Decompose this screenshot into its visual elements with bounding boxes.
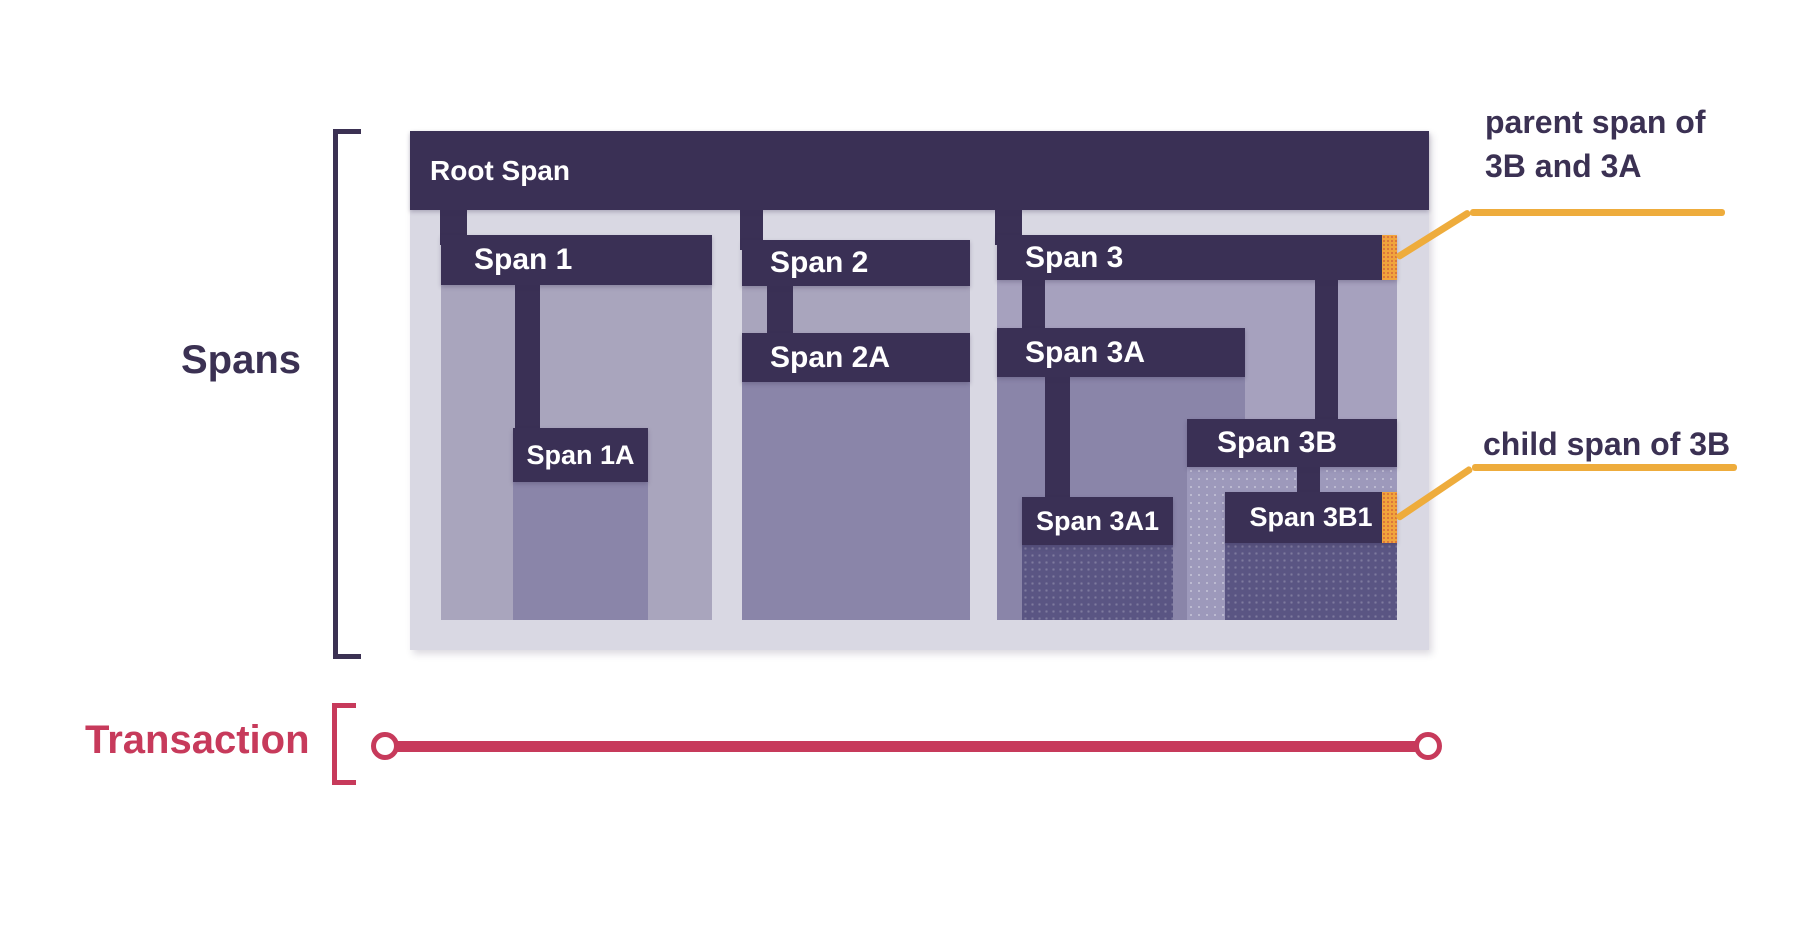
child-span-callout-label: child span of 3B: [1483, 426, 1731, 462]
child-span-callout-line-horizontal: [1472, 464, 1737, 471]
span-2a-duration: [742, 382, 970, 620]
span-3b1-label: Span 3B1: [1249, 502, 1373, 532]
root-span-label: Root Span: [430, 154, 570, 186]
transaction-end-circle: [1414, 732, 1442, 760]
span-3-parent-marker: [1382, 235, 1397, 280]
span-1-bar: Span 1: [441, 235, 712, 285]
spans-section-label: Spans: [180, 338, 302, 382]
span-1a-bar: Span 1A: [513, 428, 648, 482]
span-1-label: Span 1: [474, 243, 573, 276]
span-2-bar: Span 2: [742, 240, 970, 286]
span-3a1-duration: [1022, 545, 1173, 620]
transaction-timeline: [390, 741, 1420, 752]
parent-span-callout-line-horizontal: [1470, 209, 1725, 216]
spans-bracket: [333, 129, 361, 659]
parent-span-callout-label: parent span of 3B and 3A: [1485, 100, 1785, 188]
span-1a-label: Span 1A: [526, 439, 635, 470]
span-1a-duration: [513, 482, 648, 620]
span-3-to-3a-connector: [1022, 280, 1045, 333]
span-3a1-bar: Span 3A1: [1022, 497, 1173, 545]
transaction-start-circle: [371, 732, 399, 760]
transaction-section-label: Transaction: [85, 718, 310, 762]
parent-span-callout-line1: parent span of: [1485, 104, 1706, 140]
span-3-bar: Span 3: [997, 235, 1397, 280]
span-3b1-duration: [1225, 543, 1397, 620]
span-2a-label: Span 2A: [770, 340, 891, 374]
transaction-bracket: [332, 703, 356, 785]
span-3-to-3b-connector: [1315, 280, 1338, 420]
span-3a-bar: Span 3A: [997, 328, 1245, 377]
span-1-to-1a-connector: [515, 285, 540, 432]
span-3a-to-3a1-connector: [1045, 377, 1070, 500]
span-3a1-label: Span 3A1: [1035, 505, 1160, 536]
span-2a-bar: Span 2A: [742, 333, 970, 382]
span-3-label: Span 3: [1025, 240, 1124, 274]
span-2-label: Span 2: [770, 246, 869, 279]
span-3b1-child-marker: [1382, 492, 1397, 543]
root-span-bar: Root Span: [410, 131, 1429, 210]
span-3b-to-3b1-connector: [1297, 467, 1320, 495]
span-3b-label: Span 3B: [1217, 426, 1338, 459]
span-3b1-bar: Span 3B1: [1225, 492, 1397, 543]
parent-span-callout-line2: 3B and 3A: [1485, 148, 1642, 184]
span-3a-label: Span 3A: [1025, 335, 1146, 369]
span-3b-bar: Span 3B: [1187, 419, 1397, 467]
trace-panel: Root Span Span 1 Span 1A Span 2 Span 2A …: [410, 131, 1429, 650]
span-2-to-2a-connector: [767, 286, 793, 337]
